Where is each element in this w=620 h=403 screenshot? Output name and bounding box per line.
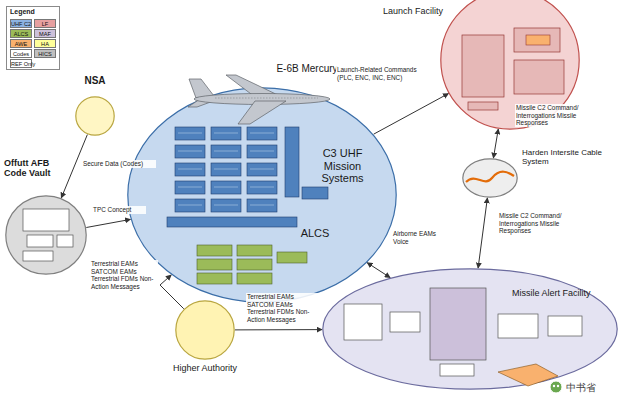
watermark-icon (550, 381, 562, 393)
connector (367, 263, 390, 278)
region-outline (75, 96, 115, 136)
legend-text: HICS (38, 51, 51, 57)
legend-swatch: MAF (34, 29, 56, 38)
legend-title: Legend (10, 8, 35, 15)
connector (235, 329, 322, 330)
legend-text: LF (42, 21, 49, 27)
region-circle: NSA (75, 96, 115, 136)
legend-text: REF Only (11, 61, 35, 67)
connector-label: TPC Concept (92, 206, 146, 214)
legend-swatch: ALCS (10, 29, 32, 38)
connector-label: Terrestrial EAMs SATCOM EAMs Terrestrial… (90, 260, 158, 290)
connector (493, 129, 498, 158)
region-outline (127, 87, 397, 303)
watermark: 中书省 (566, 381, 596, 395)
connector-label: Missile C2 Command/ Interrogations Missi… (515, 104, 609, 127)
region-label: Offutt AFB Code Vault (4, 158, 60, 179)
legend-swatch: HA (34, 39, 56, 48)
region-label: Launch Facility (383, 6, 445, 16)
connector-label: Terrestrial EAMs SATCOM EAMs Terrestrial… (246, 293, 322, 323)
legend-text: ALCS (14, 31, 29, 37)
region-outline (322, 268, 618, 390)
region-label: NSA (70, 75, 120, 87)
legend-text: AWE (15, 41, 28, 47)
connector-label: Secure Data (Codes) (82, 160, 156, 168)
region-label: Missile Alert Facility (512, 288, 612, 298)
legend-text: UHF C2 (11, 21, 31, 27)
legend-text: Codes (13, 51, 29, 57)
region-outline (5, 195, 87, 275)
legend-swatch: Codes (10, 49, 32, 58)
legend-text: MAF (39, 31, 51, 37)
legend-swatch: AWE (10, 39, 32, 48)
connector-label: Missile C2 Command/ Interrogations Missi… (498, 212, 582, 235)
region-circle: E-6B MercuryC3 UHF Mission SystemsALCS (127, 87, 397, 303)
legend-swatch: HICS (34, 49, 56, 58)
aircraft-illustration (188, 75, 330, 124)
region-circle: Missile Alert Facility (322, 268, 618, 390)
region-circle: Offutt AFB Code Vault (5, 195, 87, 275)
legend-swatch: UHF C2 (10, 19, 32, 28)
region-label: C3 UHF Mission Systems (305, 147, 380, 185)
region-label: Harden Intersite Cable System (522, 148, 612, 166)
connector (478, 198, 487, 268)
connector (86, 219, 130, 227)
legend-swatch: REF Only (10, 59, 32, 68)
connector-label: Launch-Related Commands (PLC, ENC, INC, … (336, 66, 430, 81)
region-circle: Higher Authority (175, 300, 235, 360)
connector (374, 94, 449, 135)
connector-label: Airborne EAMs Voice (392, 230, 446, 245)
region-label: Higher Authority (163, 363, 247, 373)
region-circle: Harden Intersite Cable System (462, 158, 518, 198)
legend-box: LegendUHF C2 LF ALCS MAF AWE HA Codes HICSREF O… (6, 6, 60, 70)
legend-text: HA (41, 41, 49, 47)
region-outline (462, 158, 518, 198)
region-label: ALCS (293, 227, 337, 240)
legend-swatch: LF (34, 19, 56, 28)
region-outline (175, 300, 235, 360)
